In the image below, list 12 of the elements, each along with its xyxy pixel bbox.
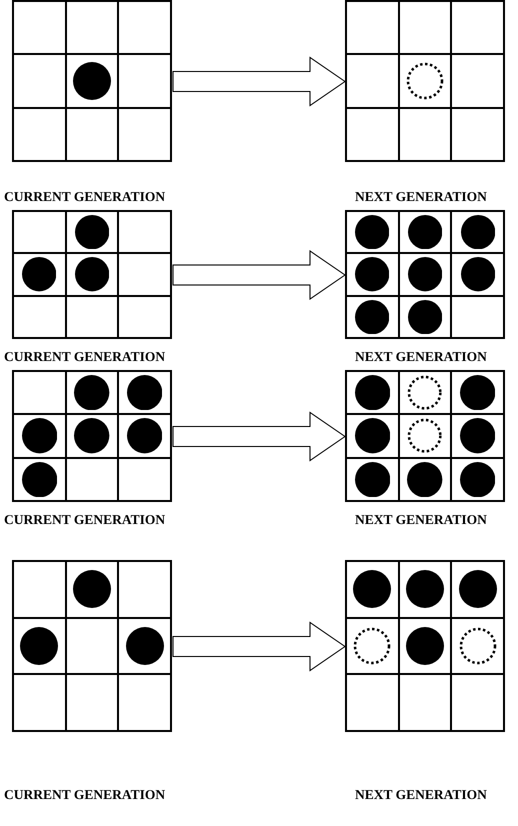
generation-label: NEXT GENERATION: [355, 787, 487, 803]
generation-label: NEXT GENERATION: [355, 189, 487, 205]
block-arrow: [172, 412, 346, 462]
block-arrow: [172, 622, 346, 672]
block-arrow: [172, 250, 346, 300]
generation-label: CURRENT GENERATION: [4, 512, 166, 528]
block-arrow: [172, 56, 346, 106]
generation-label: CURRENT GENERATION: [4, 189, 166, 205]
generation-label: CURRENT GENERATION: [4, 349, 166, 365]
generation-label: NEXT GENERATION: [355, 512, 487, 528]
generation-label: CURRENT GENERATION: [4, 787, 166, 803]
generation-label: NEXT GENERATION: [355, 349, 487, 365]
